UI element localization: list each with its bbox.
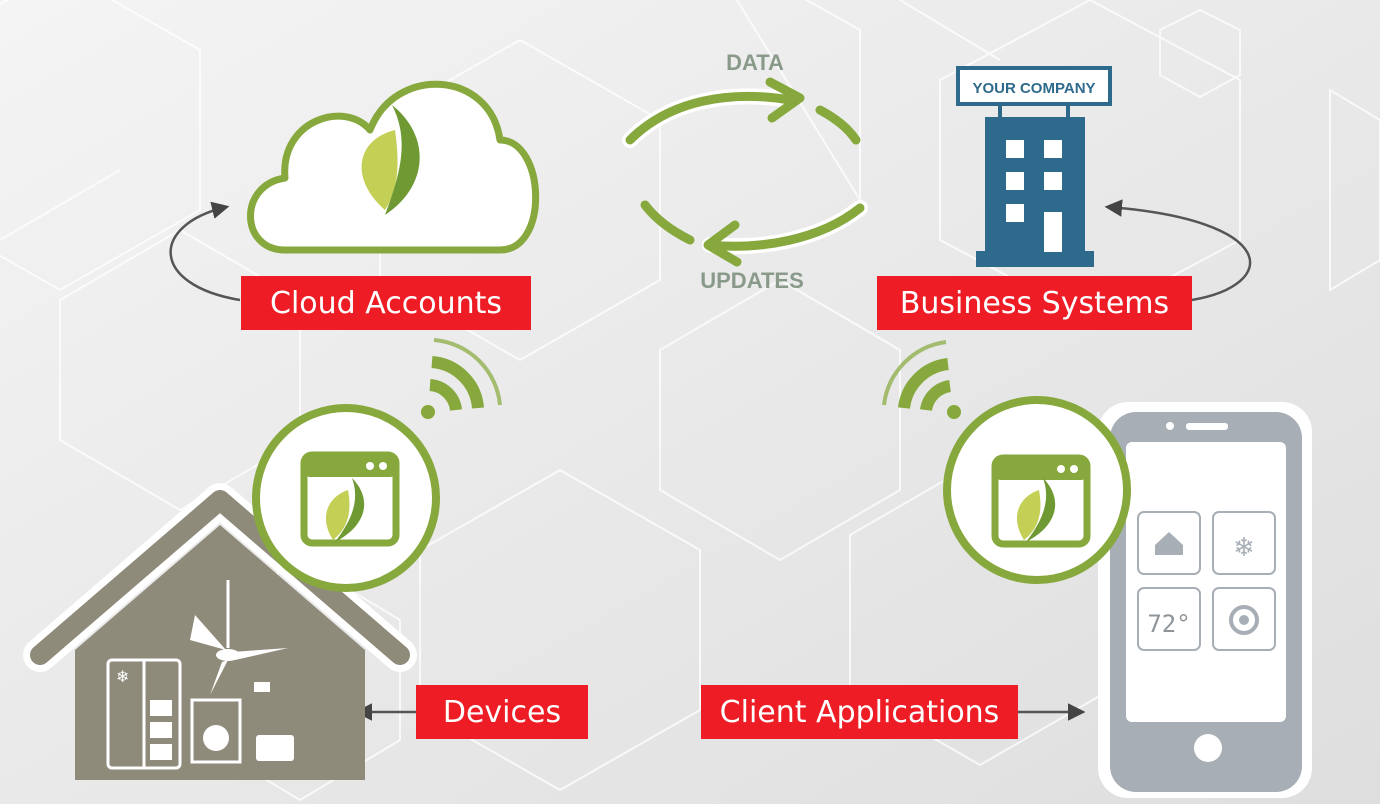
- leaf-icon: [361, 105, 420, 215]
- temperature-text: 72°: [1147, 610, 1190, 638]
- building-icon: [956, 66, 1112, 267]
- house-icon: ❄: [23, 483, 417, 780]
- data-flow-arrows: [622, 77, 868, 267]
- company-sign-text: YOUR COMPANY: [972, 80, 1095, 97]
- client-wifi-icon: [882, 340, 961, 419]
- updates-text: UPDATES: [700, 268, 804, 293]
- svg-text:❄: ❄: [1233, 533, 1255, 563]
- data-text: DATA: [726, 50, 784, 75]
- wifi-icon: [421, 338, 502, 419]
- business-systems-label: Business Systems: [877, 276, 1192, 330]
- devices-label: Devices: [416, 685, 588, 739]
- client-app-window-icon: [991, 454, 1091, 548]
- cloud-accounts-label: Cloud Accounts: [241, 276, 531, 330]
- app-window-icon: [300, 451, 400, 547]
- client-applications-label: Client Applications: [701, 685, 1018, 739]
- svg-text:❄: ❄: [116, 667, 129, 686]
- phone-icon: ❄: [1098, 402, 1312, 798]
- business-loop-arrow-icon: [1104, 199, 1252, 302]
- cloud-loop-arrow-icon: [169, 201, 241, 302]
